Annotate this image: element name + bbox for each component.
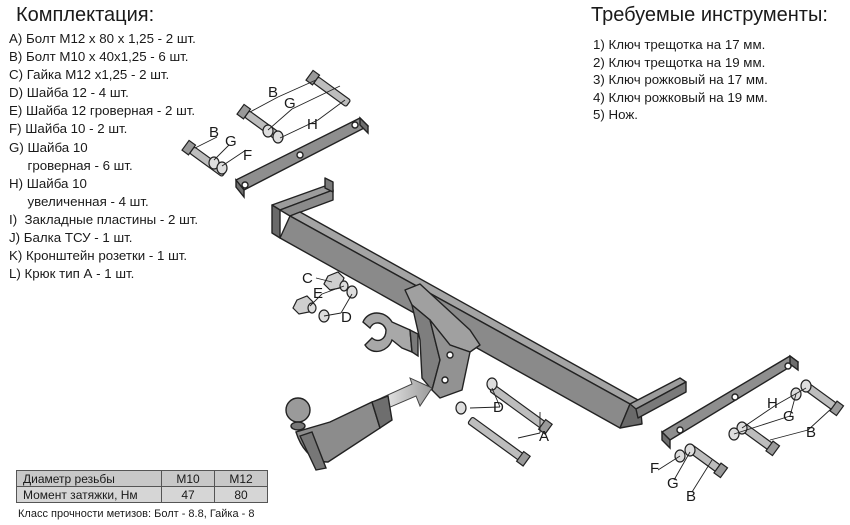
label-g-bot: G	[667, 475, 679, 492]
kit-item: J) Балка ТСУ - 1 шт.	[9, 230, 133, 246]
tow-hook	[285, 395, 393, 471]
tool-item: 2) Ключ трещотка на 19 мм.	[593, 54, 766, 70]
kit-item: D) Шайба 12 - 4 шт.	[9, 85, 129, 101]
label-f-left: F	[243, 147, 252, 164]
label-g-top: G	[284, 95, 296, 112]
kit-item: гроверная - 6 шт.	[9, 157, 133, 173]
kit-item: H) Шайба 10	[9, 175, 87, 191]
label-f-bot: F	[650, 460, 659, 477]
kit-item: A) Болт М12 x 80 x 1,25 - 2 шт.	[9, 31, 196, 46]
kit-item: I) Закладные пластины - 2 шт.	[9, 211, 199, 227]
kit-item: F) Шайба 10 - 2 шт.	[9, 121, 128, 137]
torque-m10: 47	[161, 486, 215, 503]
label-b-left: B	[209, 124, 219, 141]
kit-title: Комплектация:	[16, 4, 155, 26]
torque-label: Момент затяжки, Нм	[16, 486, 162, 503]
kit-item: E) Шайба 12 гроверная - 2 шт.	[9, 103, 196, 119]
socket-bracket	[362, 312, 419, 358]
thread-m10: М10	[161, 470, 215, 487]
label-e-mid: E	[313, 285, 323, 302]
kit-item: увеличенная - 4 шт.	[9, 193, 149, 209]
fasteners-right-b	[674, 379, 845, 479]
tool-item: 3) Ключ рожковый на 17 мм.	[593, 72, 768, 88]
label-b-top: B	[268, 84, 278, 101]
label-g-rb: G	[783, 408, 795, 425]
torque-m12: 80	[214, 486, 268, 503]
leader-lines	[194, 79, 833, 493]
tool-item: 5) Нож.	[593, 107, 638, 123]
mounting-plate-right	[660, 354, 800, 450]
label-h-top: H	[307, 116, 318, 133]
thread-diameter-label: Диаметр резьбы	[16, 470, 162, 487]
kit-item: K) Кронштейн розетки - 1 шт.	[9, 248, 188, 264]
fasteners-right-a	[455, 377, 553, 467]
towbar-beam	[271, 177, 687, 429]
kit-list: A) Болт М12 x 80 x 1,25 - 2 шт. B) Болт …	[9, 30, 198, 283]
strength-class-note: Класс прочности метизов: Болт - 8.8, Гай…	[18, 508, 255, 520]
fasteners-top	[181, 69, 351, 177]
label-d-mid: D	[341, 309, 352, 326]
label-h-rb: H	[767, 395, 778, 412]
thread-m12: М12	[214, 470, 268, 487]
tool-item: 4) Ключ рожковый на 19 мм.	[593, 89, 768, 105]
tools-title: Требуемые инструменты:	[591, 4, 828, 26]
label-g-left: G	[225, 133, 237, 150]
mounting-plate-left	[234, 116, 370, 199]
torque-table-row: Момент затяжки, Нм 47 80	[16, 486, 268, 503]
kit-item: L) Крюк тип А - 1 шт.	[9, 266, 135, 282]
kit-item: B) Болт М10 x 40x1,25 - 6 шт.	[9, 49, 189, 65]
kit-item: C) Гайка М12 x1,25 - 2 шт.	[9, 67, 170, 83]
part-labels: B G H B G F C E D D A H G B F G B	[209, 84, 816, 505]
tool-item: 1) Ключ трещотка на 17 мм.	[593, 37, 766, 52]
label-d-right: D	[493, 399, 504, 416]
torque-table: Диаметр резьбы М10 М12 Момент затяжки, Н…	[16, 470, 268, 503]
label-b-bot: B	[686, 488, 696, 505]
label-b-rb: B	[806, 424, 816, 441]
tools-list: 1) Ключ трещотка на 17 мм. 2) Ключ трещо…	[593, 36, 768, 124]
label-a-right: A	[539, 428, 549, 445]
kit-item: G) Шайба 10	[9, 139, 88, 155]
torque-table-header-row: Диаметр резьбы М10 М12	[16, 470, 268, 487]
label-c-mid: C	[302, 270, 313, 287]
